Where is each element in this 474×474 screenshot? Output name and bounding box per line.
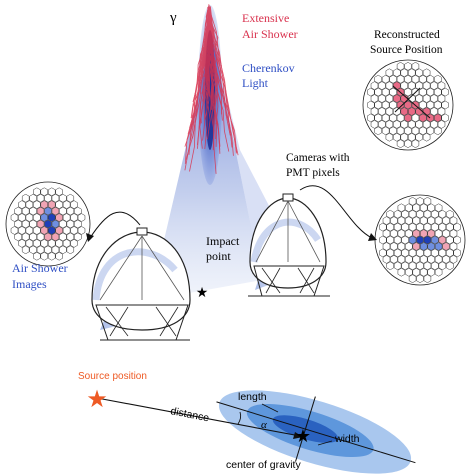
impact-label-1: Impact <box>206 234 240 248</box>
left-telescope <box>91 227 191 341</box>
images-label-1: Air Shower <box>12 261 68 275</box>
minor-axis <box>295 396 316 462</box>
hillas-diagram: ★ ★ Source position length distance α wi… <box>78 371 416 474</box>
width-pointer <box>317 440 333 446</box>
camera-right <box>374 194 466 286</box>
cherenkov-label-2: Light <box>242 76 269 90</box>
width-label: width <box>334 433 360 445</box>
source-position-label: Source position <box>78 371 147 382</box>
distance-label: distance <box>169 405 210 424</box>
arrow-to-left-camera <box>89 211 141 239</box>
arrow-to-right-camera <box>299 185 373 239</box>
impact-star-icon: ★ <box>196 286 209 301</box>
camera-reconstructed <box>362 59 454 151</box>
cameras-label-1: Cameras with <box>286 152 350 164</box>
reco-label-1: Reconstructed <box>374 29 440 41</box>
shower-label-2: Air Shower <box>242 27 298 41</box>
impact-label-2: point <box>206 249 231 263</box>
length-label: length <box>238 391 267 403</box>
gamma-label: γ <box>169 10 177 26</box>
shower-particle-tracks <box>184 4 239 174</box>
images-label-2: Images <box>12 277 47 291</box>
shower-label-1: Extensive <box>242 11 289 25</box>
cog-star-icon: ★ <box>295 426 311 446</box>
major-axis <box>216 401 416 464</box>
distance-line <box>96 397 301 437</box>
center-of-gravity-label: center of gravity <box>226 459 301 471</box>
camera-left <box>5 181 91 267</box>
alpha-label: α <box>261 419 267 431</box>
cameras-label-2: PMT pixels <box>286 167 340 179</box>
right-telescope <box>248 193 330 297</box>
length-pointer <box>261 403 279 413</box>
cherenkov-label-1: Cherenkov <box>242 61 295 75</box>
alpha-arc <box>237 411 242 425</box>
source-star-icon: ★ <box>86 387 108 413</box>
reco-label-2: Source Position <box>370 44 443 56</box>
